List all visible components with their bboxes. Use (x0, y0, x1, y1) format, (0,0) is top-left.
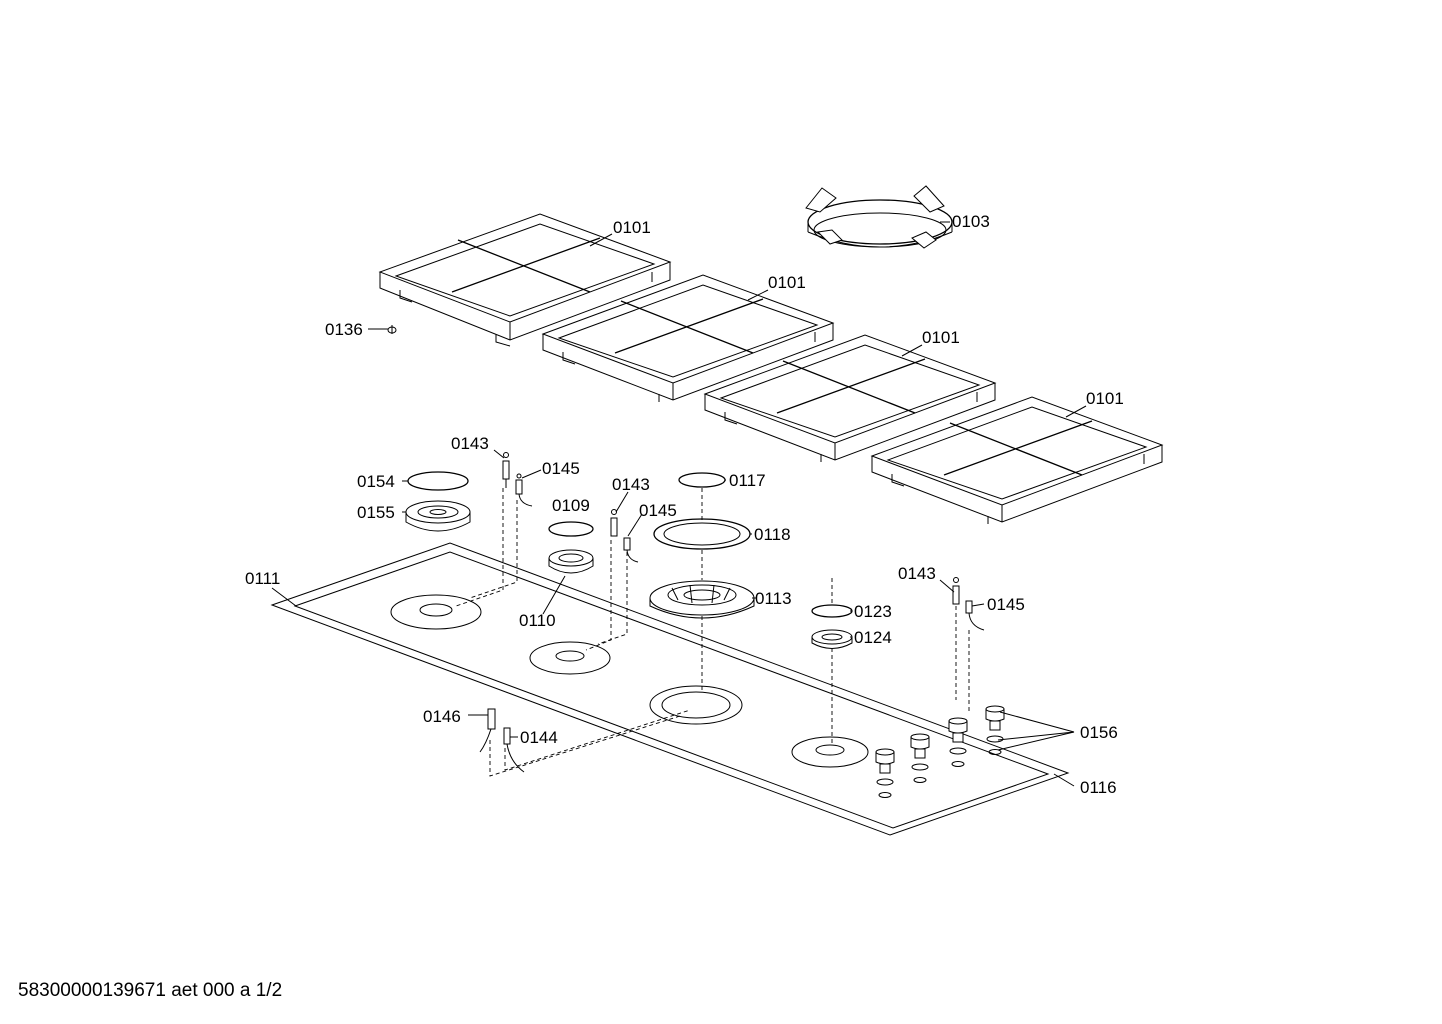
grate-d (870, 396, 1164, 524)
knob-4 (985, 705, 1005, 755)
ignition-left (515, 473, 533, 507)
right-burner (811, 604, 853, 649)
label-0101-b: 0101 (768, 273, 806, 292)
label-0154: 0154 (357, 472, 395, 491)
label-0155: 0155 (357, 503, 395, 522)
assembly-lines (455, 488, 970, 777)
thermocouple-mid (610, 509, 618, 537)
ignition-right (965, 600, 985, 631)
label-0103: 0103 (952, 212, 990, 231)
hob-top-plate (270, 542, 1070, 836)
leader-lines (271, 221, 1087, 787)
label-0110: 0110 (519, 611, 556, 630)
thermocouple-left (502, 452, 510, 488)
label-0124: 0124 (854, 628, 892, 647)
label-0123: 0123 (854, 602, 892, 621)
label-0113: 0113 (755, 589, 792, 608)
left-burner (405, 471, 471, 532)
grate-a (378, 213, 672, 347)
knob-1 (875, 748, 895, 798)
grate-b (541, 274, 835, 402)
label-0144: 0144 (520, 728, 558, 747)
label-0146: 0146 (423, 707, 461, 726)
wok-burner (649, 472, 755, 619)
label-0143-b: 0143 (612, 475, 650, 494)
label-0143-c: 0143 (898, 564, 936, 583)
grate-c (703, 334, 997, 462)
label-0143-a: 0143 (451, 434, 489, 453)
label-0117: 0117 (729, 471, 766, 490)
label-0101-a: 0101 (613, 218, 651, 237)
label-0136: 0136 (325, 320, 363, 339)
label-0145-b: 0145 (639, 501, 677, 520)
label-0116: 0116 (1080, 778, 1117, 797)
mid-burner (542, 521, 594, 615)
label-0118: 0118 (754, 525, 791, 544)
knob-2 (910, 733, 930, 783)
label-0145-a: 0145 (542, 459, 580, 478)
label-0145-c: 0145 (987, 595, 1025, 614)
screw (368, 325, 397, 334)
ignition-mid (623, 537, 639, 563)
label-0111: 0111 (245, 569, 280, 588)
wok-ring (805, 185, 953, 249)
label-0156: 0156 (1080, 723, 1118, 742)
electrode-0144 (503, 727, 525, 773)
thermocouple-right (952, 577, 960, 605)
document-footer-id: 58300000139671 aet 000 a 1/2 (18, 980, 283, 1001)
label-0109: 0109 (552, 496, 590, 515)
label-0101-d: 0101 (1086, 389, 1124, 408)
part-labels: 0101 0101 0101 0101 0103 0136 0143 0145 … (245, 212, 1124, 797)
label-0101-c: 0101 (922, 328, 960, 347)
knob-3 (948, 717, 968, 767)
plug-0146 (479, 708, 496, 753)
